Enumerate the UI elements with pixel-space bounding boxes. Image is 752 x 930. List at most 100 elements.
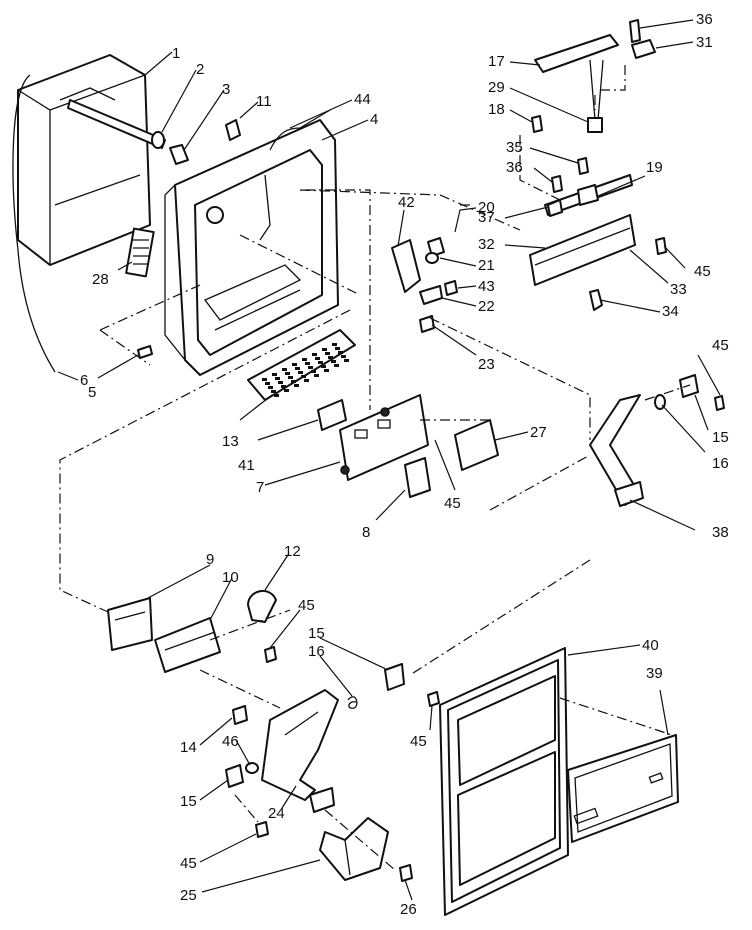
label-32: 32: [478, 236, 495, 253]
label-15-left: 15: [180, 793, 197, 810]
grid-hole: [294, 384, 299, 387]
grid-hole: [308, 366, 313, 369]
label-45-center: 45: [410, 733, 427, 750]
label-22: 22: [478, 298, 495, 315]
grid-hole: [265, 382, 270, 385]
part-fitting: [225, 119, 241, 141]
label-12: 12: [284, 543, 301, 560]
grid-hole: [315, 357, 320, 360]
label-15-right: 15: [712, 429, 729, 446]
label-27: 27: [530, 424, 547, 441]
label-16-right: 16: [712, 455, 729, 472]
grid-hole: [292, 363, 297, 366]
grid-hole: [314, 374, 319, 377]
part-ring-sleeve: [151, 131, 189, 165]
part-24-lever: [261, 689, 339, 813]
grid-hole: [281, 385, 286, 388]
label-17: 17: [488, 53, 505, 70]
grid-hole: [332, 343, 337, 346]
label-46: 46: [222, 733, 239, 750]
grid-hole: [328, 356, 333, 359]
label-28: 28: [92, 271, 109, 288]
label-37: 37: [478, 209, 495, 226]
label-21: 21: [478, 257, 495, 274]
part-40-door-panel: [439, 647, 569, 916]
part-switch-assembly: [529, 59, 636, 311]
grid-hole: [335, 347, 340, 350]
part-labels: 1 2 3 11 44 4 28 6 5 13 41 7 8 45 27 42 …: [80, 11, 729, 918]
part-screw-45-lower: [264, 646, 277, 663]
label-3: 3: [222, 81, 230, 98]
grid-hole: [301, 375, 306, 378]
label-7: 7: [256, 479, 264, 496]
grid-hole: [302, 358, 307, 361]
grid-hole: [311, 370, 316, 373]
part-25-chute: [319, 817, 389, 881]
label-42: 42: [398, 194, 415, 211]
grid-hole: [324, 369, 329, 372]
grid-hole: [325, 352, 330, 355]
grid-hole: [334, 364, 339, 367]
grid-hole: [331, 360, 336, 363]
label-36-mid: 36: [506, 159, 523, 176]
part-top-bar: [534, 34, 619, 73]
label-25: 25: [180, 887, 197, 904]
part-grid-plate: [247, 329, 356, 401]
grid-hole: [278, 381, 283, 384]
grid-hole: [282, 368, 287, 371]
part-lower-small: [225, 663, 440, 838]
part-8-plate: [404, 457, 431, 498]
label-18: 18: [488, 101, 505, 118]
label-5: 5: [88, 384, 96, 401]
grid-hole: [312, 353, 317, 356]
grid-hole: [275, 377, 280, 380]
label-26: 26: [400, 901, 417, 918]
part-actuator-lever: [589, 394, 644, 507]
part-10-bracket: [154, 617, 221, 673]
label-31: 31: [696, 34, 713, 51]
grid-hole: [274, 394, 279, 397]
label-8: 8: [362, 524, 370, 541]
part-screw-26: [399, 864, 413, 882]
grid-hole: [284, 389, 289, 392]
label-45-right: 45: [712, 337, 729, 354]
label-9: 9: [206, 551, 214, 568]
label-4: 4: [370, 111, 378, 128]
label-45-lowerleft: 45: [298, 597, 315, 614]
grid-hole: [305, 362, 310, 365]
label-43: 43: [478, 278, 495, 295]
grid-hole: [268, 386, 273, 389]
grid-hole: [291, 380, 296, 383]
part-filter: [125, 227, 155, 278]
part-lever-assembly: [391, 237, 458, 333]
part-39-panel: [567, 734, 679, 843]
part-tube: [12, 74, 56, 373]
label-11: 11: [256, 93, 272, 110]
label-10: 10: [222, 569, 239, 586]
grid-hole: [304, 379, 309, 382]
label-13: 13: [222, 433, 239, 450]
label-34: 34: [662, 303, 679, 320]
grid-hole: [295, 367, 300, 370]
part-27-plate: [454, 419, 499, 471]
grid-hole: [341, 355, 346, 358]
label-45-bottom: 45: [180, 855, 197, 872]
grid-hole: [285, 372, 290, 375]
assembly-lines: [59, 65, 691, 871]
label-24: 24: [268, 805, 285, 822]
part-wire: [269, 109, 331, 151]
part-screw-5: [137, 345, 153, 359]
part-control-bracket: [339, 394, 429, 481]
label-33: 33: [670, 281, 687, 298]
label-16-lower: 16: [308, 643, 325, 660]
label-15-lower: 15: [308, 625, 325, 642]
grid-hole: [322, 348, 327, 351]
label-35: 35: [506, 139, 523, 156]
part-small-screws: [531, 19, 667, 255]
label-40: 40: [642, 637, 659, 654]
grid-hole: [321, 365, 326, 368]
label-39: 39: [646, 665, 663, 682]
label-36-top: 36: [696, 11, 713, 28]
grid-hole: [272, 373, 277, 376]
